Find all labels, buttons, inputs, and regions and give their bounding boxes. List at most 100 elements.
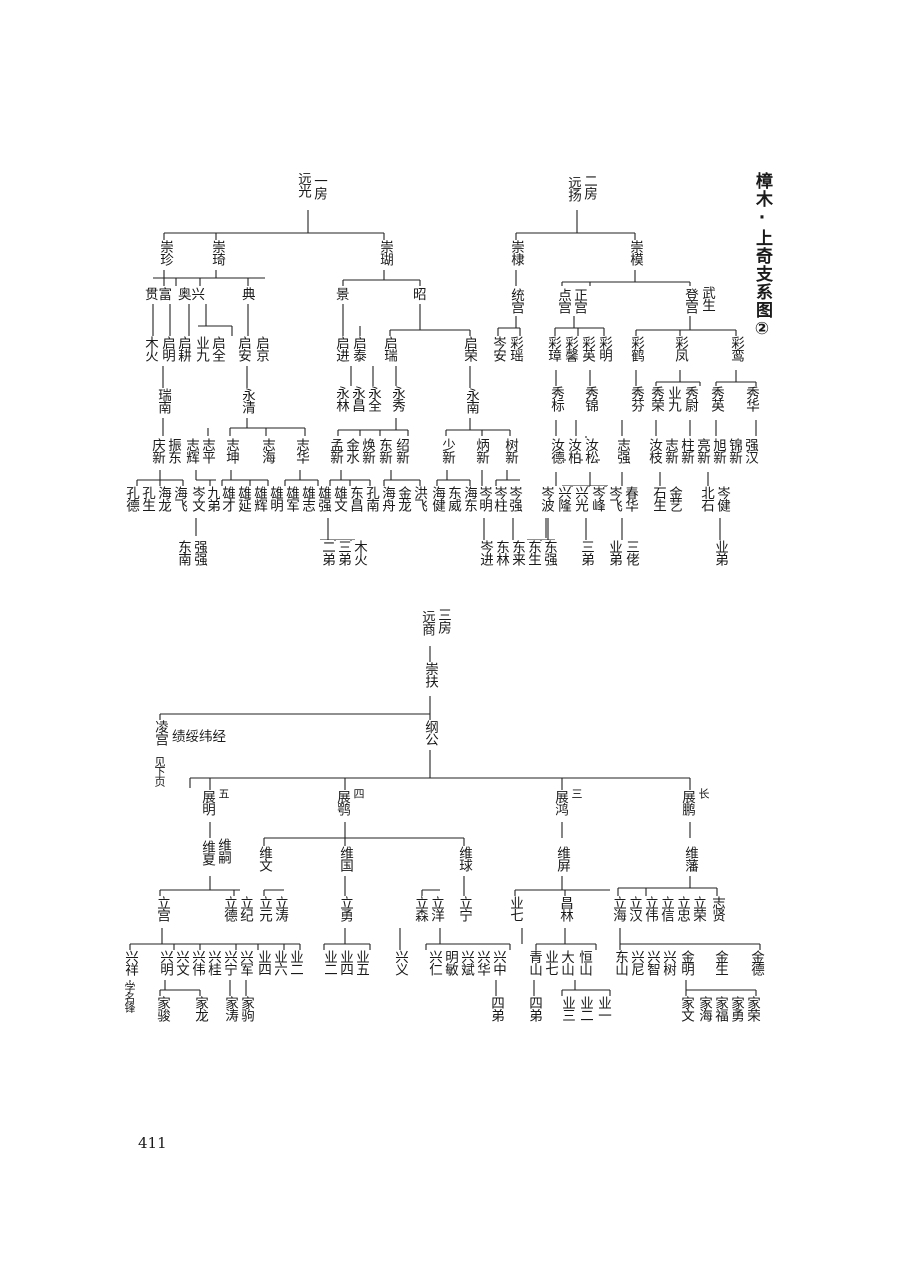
- tree-node: 奥兴: [178, 287, 205, 303]
- tree-node: 春华: [622, 486, 638, 511]
- tree-node: 雄延: [235, 486, 251, 511]
- tree-node: 启泰: [350, 336, 366, 361]
- tree-node: 立伟: [642, 896, 658, 921]
- tree-node: 立元: [256, 896, 272, 921]
- tree-node: 恒山: [576, 950, 592, 975]
- tree-node: 立纪: [237, 896, 253, 921]
- tree-node: 维球: [456, 846, 472, 871]
- tree-node: 家驹: [238, 996, 254, 1021]
- tree-node: 家海: [696, 996, 712, 1021]
- tree-node: 崇模: [627, 240, 643, 265]
- tree-node: 岑峰: [589, 486, 605, 511]
- tree-node: 纲公: [422, 720, 438, 745]
- tree-node: 业弟: [606, 540, 622, 565]
- tree-node: 凌宫: [152, 720, 168, 745]
- tree-node: 典: [242, 287, 256, 303]
- tree-node: 昭: [413, 287, 427, 303]
- tree-node: 兴宁: [221, 950, 237, 975]
- page-number: 411: [138, 1134, 167, 1152]
- see-next-page-note: 见下页: [153, 756, 166, 786]
- tree-node: 岑强: [506, 486, 522, 511]
- tree-node: 家荣: [744, 996, 760, 1021]
- tree-node: 永全: [365, 386, 381, 411]
- tree-node: 兴斌: [458, 950, 474, 975]
- tree-node: 展鹗: [334, 790, 350, 815]
- tree-node: 瑞南: [155, 388, 171, 413]
- tree-node: 锦新: [726, 438, 742, 463]
- tree-node: 家涛: [222, 996, 238, 1021]
- branch-label: 三房: [435, 608, 451, 633]
- tree-node: 海健: [429, 486, 445, 511]
- tree-node: 兴伟: [189, 950, 205, 975]
- tree-node: 树新: [502, 438, 518, 463]
- tree-node: 秀芬: [628, 386, 644, 411]
- tree-node: 崇瑚: [377, 240, 393, 265]
- tree-node: 立忠: [674, 896, 690, 921]
- tree-node: 东新: [376, 438, 392, 463]
- tree-node: 启全: [209, 336, 225, 361]
- tree-node: 登宫: [682, 288, 698, 313]
- tree-node: 少新: [439, 438, 455, 463]
- tree-node: 立森: [412, 896, 428, 921]
- tree-node: 岑明: [476, 486, 492, 511]
- tree-node: 三弟: [578, 540, 594, 565]
- tree-node: 兴义: [392, 950, 408, 975]
- tree-node: 兴光: [572, 486, 588, 511]
- tree-node: 家文: [678, 996, 694, 1021]
- tree-node: 立海: [610, 896, 626, 921]
- tree-node: 明敏: [442, 950, 458, 975]
- tree-node: 学名锋: [123, 982, 136, 1012]
- tree-node: 孔德: [123, 486, 139, 511]
- tree-node: 立德: [221, 896, 237, 921]
- tree-node: 业七: [507, 896, 523, 921]
- tree-node: 点宫: [555, 288, 571, 313]
- tree-node: 绍新: [393, 438, 409, 463]
- tree-node: 强强: [191, 540, 207, 565]
- tree-node: 海飞: [171, 486, 187, 511]
- tree-node: 绩绥纬经: [172, 729, 226, 745]
- tree-node: 家骏: [154, 996, 170, 1021]
- tree-node: 三弟: [335, 540, 351, 565]
- tree-node: 武生: [699, 286, 715, 311]
- tree-node: 五: [216, 788, 230, 798]
- tree-node: 志强: [614, 438, 630, 463]
- tree-node: 二弟: [319, 540, 335, 565]
- tree-node: 启明: [159, 336, 175, 361]
- tree-node: 强汉: [742, 438, 758, 463]
- tree-node: 维国: [337, 846, 353, 871]
- tree-node: 秀锦: [582, 386, 598, 411]
- branch-label: 二房: [581, 174, 597, 199]
- tree-node: 兴隆: [555, 486, 571, 511]
- tree-node: 立宁: [456, 896, 472, 921]
- tree-node: 秀华: [743, 386, 759, 411]
- tree-node: 孟新: [327, 438, 343, 463]
- tree-node: 兴祥: [122, 950, 138, 975]
- tree-node: 展鸿: [552, 790, 568, 815]
- tree-node: 雄明: [267, 486, 283, 511]
- tree-node: 秀荣: [648, 386, 664, 411]
- tree-node: 岑飞: [606, 486, 622, 511]
- tree-node: 雄才: [219, 486, 235, 511]
- tree-node: 启耕: [175, 336, 191, 361]
- tree-node: 景: [336, 287, 350, 303]
- tree-node: 兴桂: [205, 950, 221, 975]
- tree-node: 孔南: [363, 486, 379, 511]
- tree-node: 岑健: [714, 486, 730, 511]
- root-node: 远扬: [565, 176, 581, 201]
- tree-node: 振东: [165, 438, 181, 463]
- tree-node: 永秀: [389, 386, 405, 411]
- tree-node: 彩鸾: [728, 336, 744, 361]
- tree-node: 家福: [712, 996, 728, 1021]
- tree-node: 金生: [712, 950, 728, 975]
- tree-node: 岑文: [189, 486, 205, 511]
- tree-node: 雄军: [283, 486, 299, 511]
- tree-node: 亮新: [694, 438, 710, 463]
- tree-node: 昌林: [557, 896, 573, 921]
- tree-node: 贯富: [145, 287, 172, 303]
- tree-node: 志贤: [709, 896, 725, 921]
- tree-node: 秀英: [708, 386, 724, 411]
- tree-node: 立宫: [154, 896, 170, 921]
- tree-node: 志平: [199, 438, 215, 463]
- tree-node: 立信: [658, 896, 674, 921]
- tree-node: 业三: [559, 996, 575, 1021]
